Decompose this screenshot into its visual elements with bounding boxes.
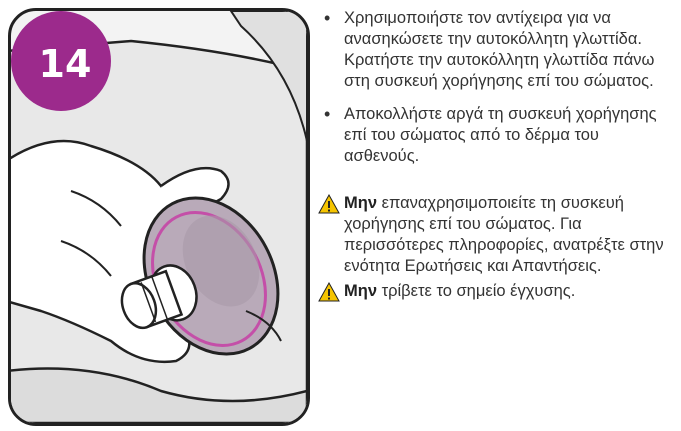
- warning-text: επαναχρησιμοποιείτε τη συσκευή χορήγησης…: [344, 194, 664, 275]
- instruction-bullet: • Αποκολλήστε αργά τη συσκευή χορήγησης …: [318, 104, 678, 167]
- step-number-badge: 14: [11, 11, 111, 111]
- warning-text: τρίβετε το σημείο έγχυσης.: [377, 282, 575, 300]
- step-illustration: 14: [8, 8, 310, 426]
- warning-keyword: Μην: [344, 194, 377, 212]
- warning-triangle-icon: [318, 194, 340, 214]
- bullet-text: Χρησιμοποιήστε τον αντίχειρα για να ανασ…: [344, 9, 654, 90]
- warning-keyword: Μην: [344, 282, 377, 300]
- warning-note: Μην τρίβετε το σημείο έγχυσης.: [318, 281, 678, 302]
- instruction-text: • Χρησιμοποιήστε τον αντίχειρα για να αν…: [318, 8, 678, 306]
- instruction-bullet: • Χρησιμοποιήστε τον αντίχειρα για να αν…: [318, 8, 678, 92]
- warning-triangle-icon: [318, 282, 340, 302]
- bullet-icon: •: [324, 8, 330, 29]
- bullet-text: Αποκολλήστε αργά τη συσκευή χορήγησης επ…: [344, 105, 657, 165]
- bullet-icon: •: [324, 104, 330, 125]
- warning-note: Μην επαναχρησιμοποιείτε τη συσκευή χορήγ…: [318, 193, 678, 277]
